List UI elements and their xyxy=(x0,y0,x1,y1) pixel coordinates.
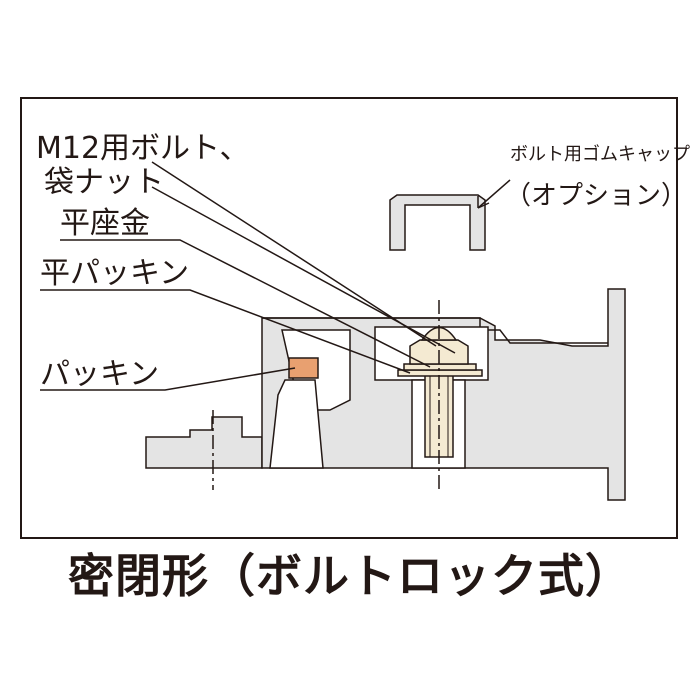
label-washer: 平座金 xyxy=(60,206,150,241)
label-nut: 袋ナット xyxy=(44,165,164,200)
label-cap: ボルト用ゴムキャップ xyxy=(510,144,690,165)
packing-block xyxy=(288,357,319,379)
flat-packing xyxy=(397,369,483,377)
diagram-caption: 密閉形（ボルトロック式） xyxy=(68,549,632,603)
flat-washer xyxy=(403,363,477,371)
leader-packing xyxy=(40,367,296,391)
leader-nut xyxy=(151,186,456,354)
leader-cap xyxy=(477,179,511,209)
label-bolt: M12用ボルト、 xyxy=(36,131,249,166)
leader-bolt xyxy=(151,161,437,347)
base-frame-casting xyxy=(145,416,263,469)
leader-cap-arrow xyxy=(477,196,490,209)
lower-recess xyxy=(269,379,324,469)
leader-washer xyxy=(60,239,431,368)
label-flat-packing: 平パッキン xyxy=(40,256,189,291)
cover-lid xyxy=(262,317,608,344)
label-option: （オプション） xyxy=(505,181,687,211)
rubber-cap xyxy=(389,194,486,251)
leader-flat-packing xyxy=(40,289,411,374)
label-packing: パッキン xyxy=(40,357,159,392)
